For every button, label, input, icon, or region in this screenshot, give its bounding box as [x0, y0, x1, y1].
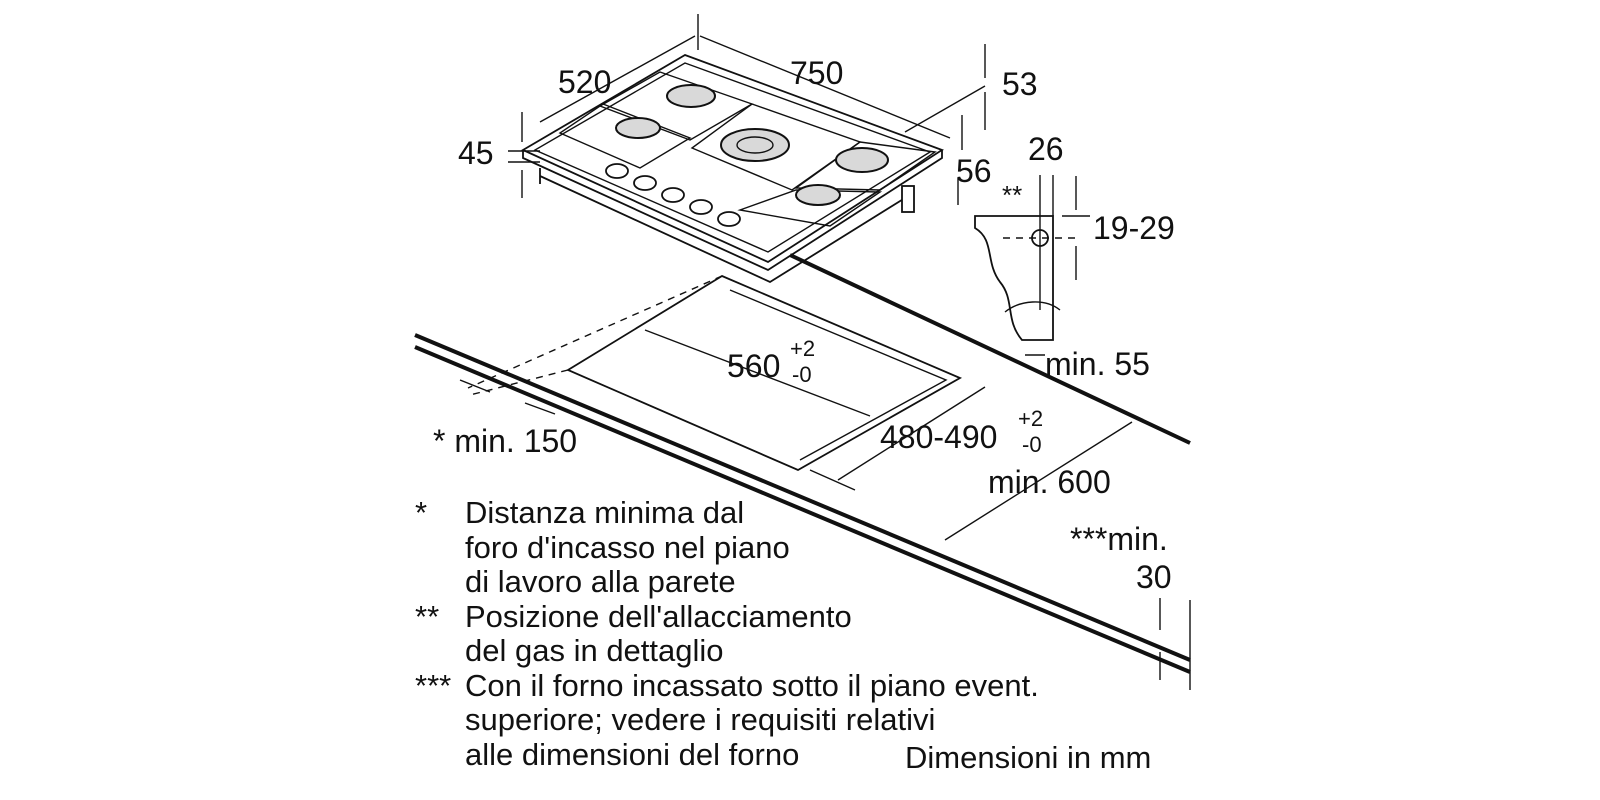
- gas-detail-marker: **: [1002, 180, 1022, 210]
- dim-cutout-width-label: 560: [727, 348, 780, 384]
- dim-min-back-label: min. 55: [1045, 346, 1150, 382]
- cutout-outer: [566, 274, 963, 472]
- burner-center-wok: [720, 128, 790, 162]
- hob-top-surface: [521, 54, 945, 264]
- gas-detail-profile: [974, 215, 1054, 341]
- dim-min-below-label-1: ***min.: [1070, 521, 1168, 557]
- note-marker: **: [415, 598, 440, 634]
- hob-front-edge: [522, 150, 943, 272]
- dim-body-height-label: 45: [458, 135, 494, 171]
- burner-front-left: [615, 117, 661, 139]
- note-3: *** Con il forno incassato sotto il pian…: [415, 667, 1155, 773]
- grid-front-right: [737, 189, 883, 227]
- note-marker: ***: [415, 667, 452, 703]
- grid-rear-right: [793, 141, 937, 191]
- worktop: [414, 253, 1191, 690]
- burner-rear-left: [666, 84, 716, 108]
- note-line: del gas in dettaglio: [465, 633, 724, 668]
- note-line: Distanza minima dal: [465, 495, 745, 530]
- dim-min-below-label-2: 30: [1136, 559, 1172, 595]
- worktop-rear-edge: [789, 253, 1191, 445]
- worktop-front-bottom: [414, 345, 1191, 674]
- burner-center-wok-inner: [736, 136, 774, 154]
- dim-cutout-width-plus: +2: [790, 336, 815, 361]
- note-1: * Distanza minima dal foro d'incasso nel…: [415, 495, 1155, 600]
- hob-body-bottom: [539, 175, 906, 284]
- knob-2: [633, 175, 657, 191]
- hob-top-inner: [533, 62, 932, 253]
- knob-1: [605, 163, 629, 179]
- note-line: Con il forno incassato sotto il piano ev…: [465, 667, 1039, 703]
- grid-center: [690, 103, 862, 191]
- cutout-inner: [729, 289, 948, 461]
- gas-connection-detail: [974, 175, 1090, 341]
- dim-min-worktop-label: min. 600: [988, 464, 1111, 500]
- dim-top-height-label: 53: [1002, 66, 1038, 102]
- dim-width-label: 750: [790, 55, 843, 91]
- gas-connector: [901, 185, 915, 213]
- grid-rear-left: [598, 71, 754, 141]
- knob-3: [661, 187, 685, 203]
- dim-cutout-depth-label: 480-490: [880, 419, 997, 455]
- note-line: superiore; vedere i requisiti relativi: [465, 702, 936, 737]
- grid-front-left: [558, 103, 692, 169]
- note-marker: *: [415, 495, 428, 530]
- burner-front-right: [795, 184, 841, 206]
- knob-4: [689, 199, 713, 215]
- dim-depth-label: 520: [558, 64, 611, 100]
- dim-min-side-label: * min. 150: [433, 423, 577, 459]
- knob-5: [717, 211, 741, 227]
- note-line: di lavoro alla parete: [465, 564, 736, 599]
- dim-gas-offset-label: 56: [956, 153, 992, 189]
- unit-label: Dimensioni in mm: [905, 740, 1152, 775]
- note-line: foro d'incasso nel piano: [465, 529, 790, 565]
- dim-cutout-width-minus: -0: [792, 362, 812, 387]
- note-line: alle dimensioni del forno: [465, 736, 800, 772]
- worktop-front-top: [414, 333, 1191, 662]
- dim-gas-side-label: 26: [1028, 131, 1064, 167]
- cutout-dimension-lines: [459, 329, 1161, 680]
- notes-block: * Distanza minima dal foro d'incasso nel…: [415, 495, 1155, 773]
- hob-dimension-lines: [508, 14, 986, 205]
- note-2: ** Posizione dell'allacciamento del gas …: [415, 598, 1155, 669]
- dim-cutout-depth-plus: +2: [1018, 406, 1043, 431]
- dim-cutout-depth-minus: -0: [1022, 432, 1042, 457]
- dim-gas-height-label: 19-29: [1093, 210, 1175, 246]
- burner-rear-right: [835, 147, 889, 173]
- note-line: Posizione dell'allacciamento: [465, 598, 852, 634]
- hob: [521, 54, 945, 284]
